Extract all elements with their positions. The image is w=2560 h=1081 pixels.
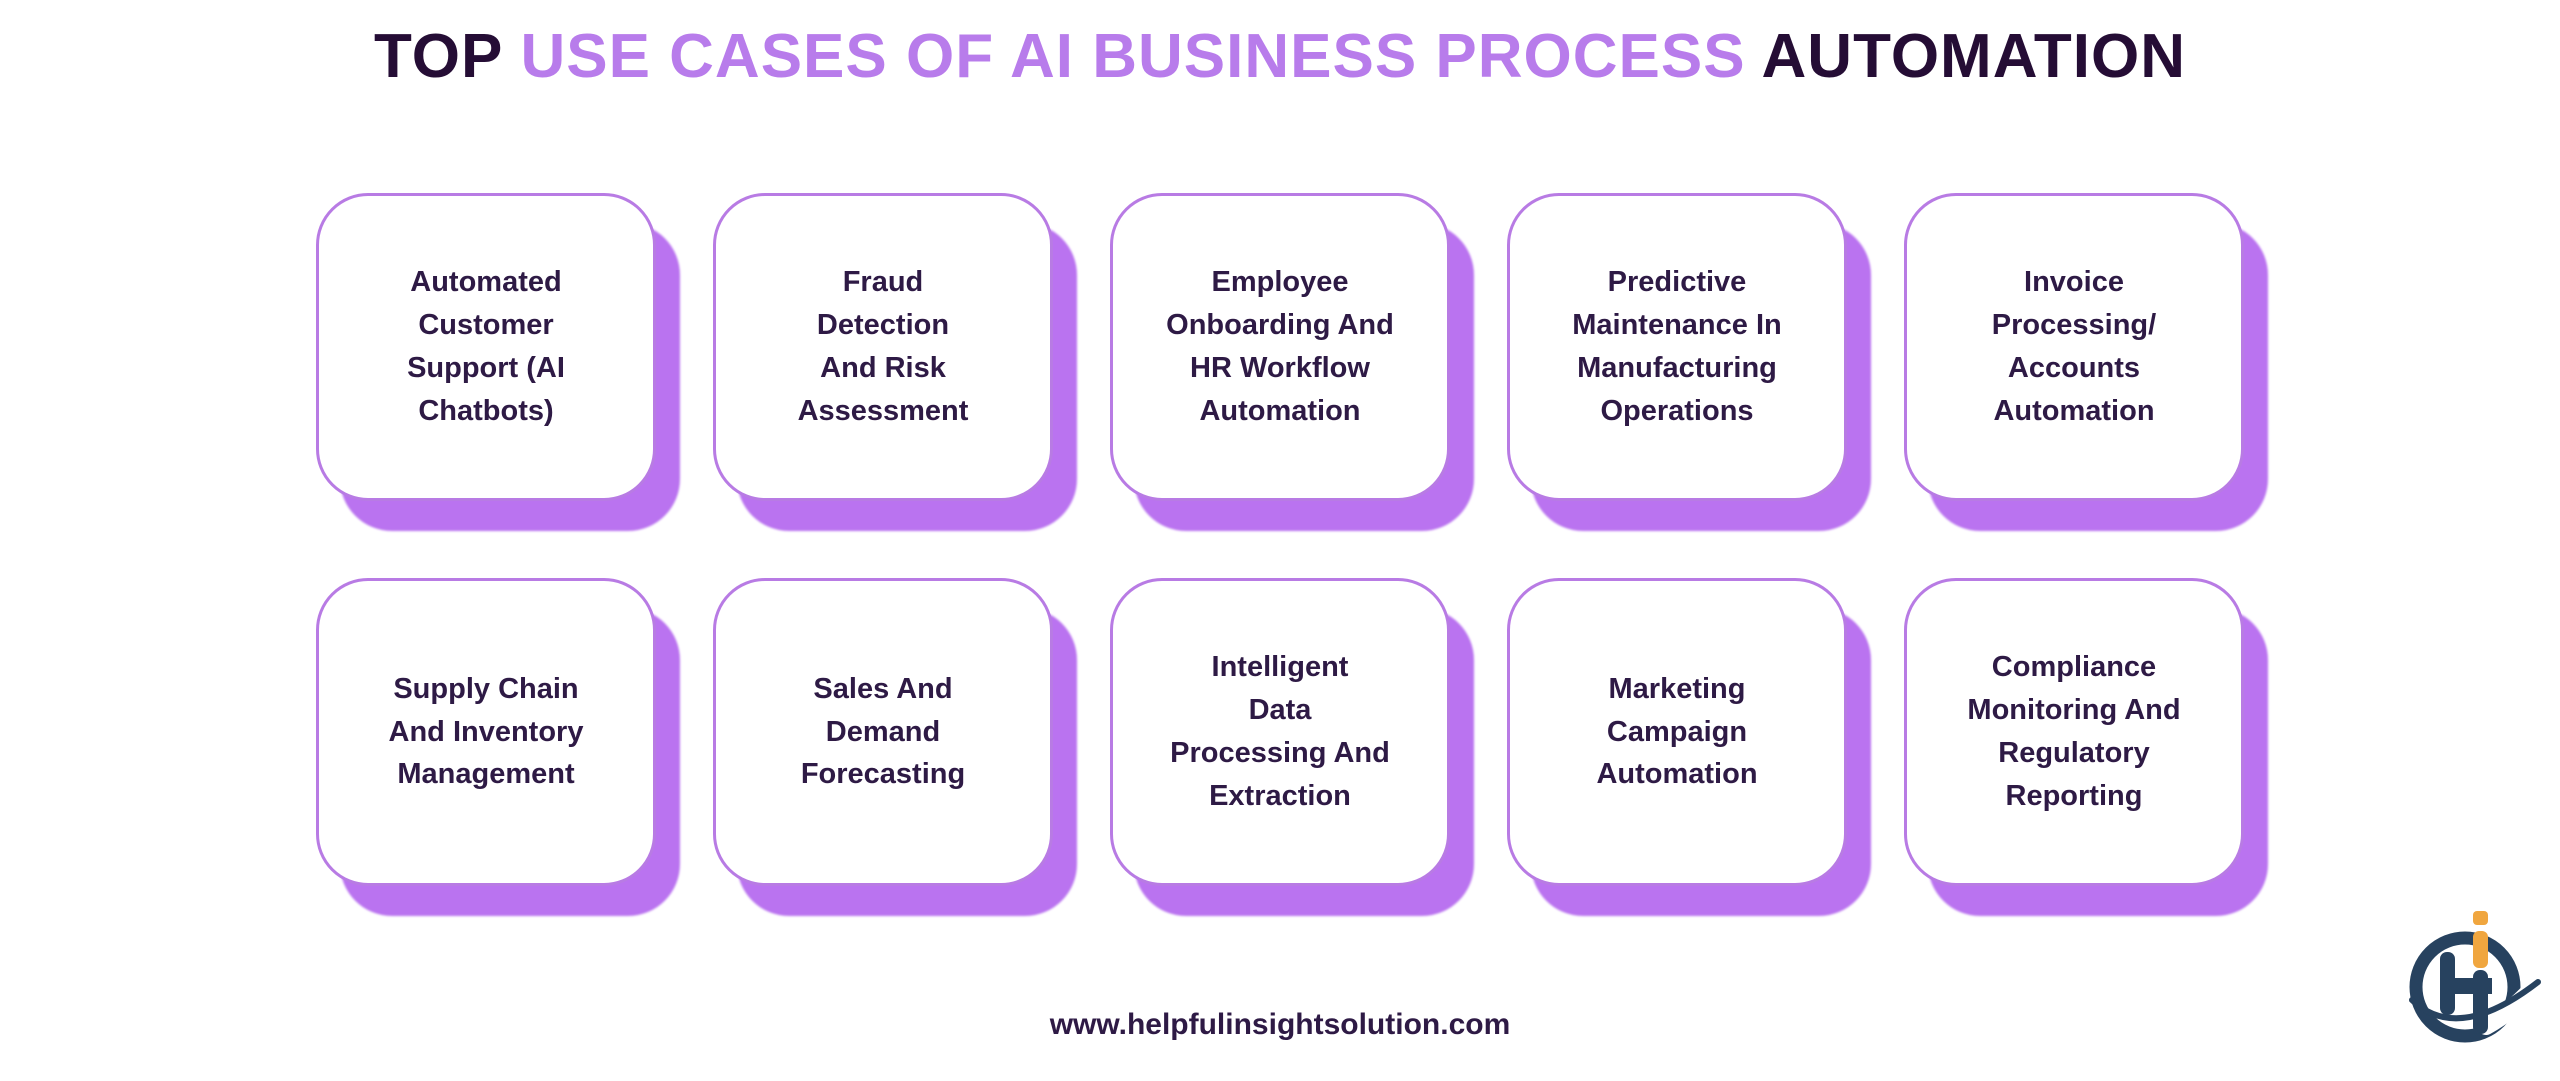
helpful-insight-logo-icon xyxy=(2400,900,2547,1050)
website-url: www.helpfulinsightsolution.com xyxy=(1049,1008,1511,1041)
card-supply-chain: Supply Chain And Inventory Management xyxy=(316,578,656,886)
card-intelligent-data-processing: Intelligent Data Processing And Extracti… xyxy=(1110,578,1450,886)
page-title: TOP USE CASES OF AI BUSINESS PROCESS AUT… xyxy=(0,24,2560,90)
title-segment-usecases: USE CASES OF AI BUSINESS PROCESS xyxy=(520,22,1746,91)
card-label: Marketing Campaign Automation xyxy=(1596,672,1758,791)
card-fraud-detection: Fraud Detection And Risk Assessment xyxy=(713,193,1053,501)
card-label: Intelligent Data Processing And Extracti… xyxy=(1170,651,1390,812)
card-marketing-campaign: Marketing Campaign Automation xyxy=(1507,578,1847,886)
card-automated-customer-support: Automated Customer Support (AI Chatbots) xyxy=(316,193,656,501)
card-row-1: Automated Customer Support (AI Chatbots)… xyxy=(316,193,2244,501)
title-segment-automation: AUTOMATION xyxy=(1745,22,2186,91)
card-sales-forecasting: Sales And Demand Forecasting xyxy=(713,578,1053,886)
card-row-2: Supply Chain And Inventory Management Sa… xyxy=(316,578,2244,886)
card-label: Fraud Detection And Risk Assessment xyxy=(797,266,969,427)
card-label: Supply Chain And Inventory Management xyxy=(388,672,584,791)
card-label: Invoice Processing/ Accounts Automation xyxy=(1991,266,2157,427)
card-label: Automated Customer Support (AI Chatbots) xyxy=(407,266,565,427)
card-label: Sales And Demand Forecasting xyxy=(800,672,966,791)
title-segment-top: TOP xyxy=(374,22,521,91)
card-label: Predictive Maintenance In Manufacturing … xyxy=(1572,266,1782,427)
card-employee-onboarding: Employee Onboarding And HR Workflow Auto… xyxy=(1110,193,1450,501)
card-label: Compliance Monitoring And Regulatory Rep… xyxy=(1967,651,2181,812)
card-label: Employee Onboarding And HR Workflow Auto… xyxy=(1166,266,1394,427)
card-predictive-maintenance: Predictive Maintenance In Manufacturing … xyxy=(1507,193,1847,501)
card-invoice-processing: Invoice Processing/ Accounts Automation xyxy=(1904,193,2244,501)
card-compliance-monitoring: Compliance Monitoring And Regulatory Rep… xyxy=(1904,578,2244,886)
